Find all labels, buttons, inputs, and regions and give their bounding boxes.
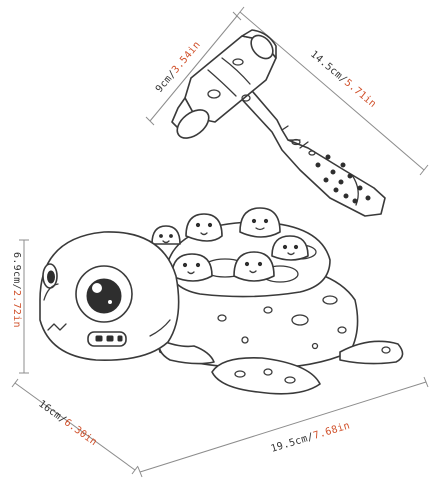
turtle-toy-drawing	[39, 207, 404, 395]
turtle-front-flipper	[211, 356, 321, 395]
hammer-grip-dots	[315, 154, 371, 204]
hammer-drawing	[171, 29, 386, 217]
turtle-mouth	[47, 323, 67, 331]
mole-figures	[151, 207, 309, 282]
hammer-cap-top	[241, 29, 277, 59]
toy-height-dimension-label: 6.9cm/2.72in	[11, 252, 22, 328]
toy-length-dimension-label: 19.5cm/7.68in	[270, 420, 352, 455]
toy-depth-dimension-label: 16cm/6.30in	[36, 399, 99, 449]
